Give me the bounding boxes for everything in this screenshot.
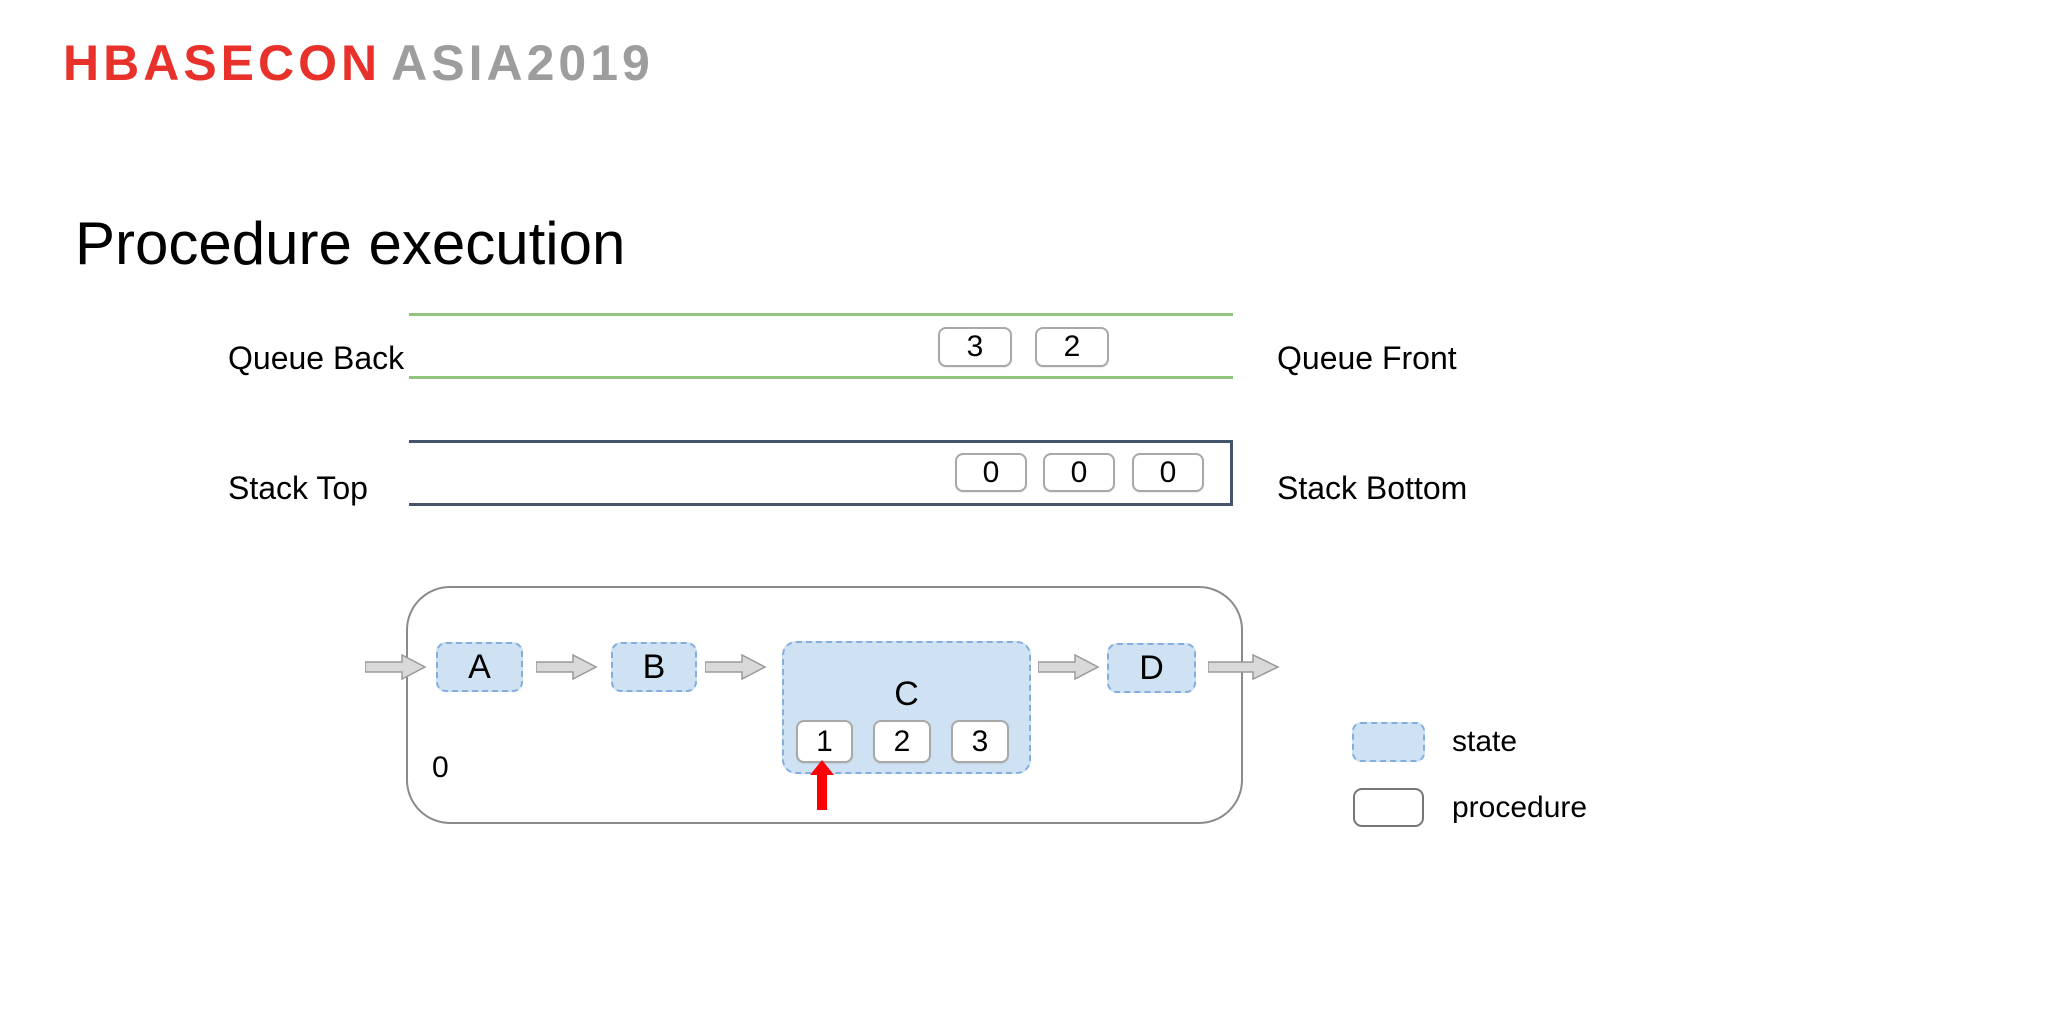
queue-top-line bbox=[409, 313, 1233, 316]
current-step-pointer-icon bbox=[810, 760, 834, 810]
state-node-a: A bbox=[436, 642, 523, 692]
page-title: Procedure execution bbox=[75, 210, 626, 277]
flow-arrow-icon bbox=[705, 653, 767, 681]
queue-bottom-line bbox=[409, 376, 1233, 379]
stack-outline bbox=[409, 440, 1233, 506]
stack-item: 0 bbox=[1132, 453, 1204, 492]
substep-box: 2 bbox=[873, 720, 931, 763]
substep-box: 3 bbox=[951, 720, 1009, 763]
flow-arrow-icon bbox=[536, 653, 598, 681]
stack-bottom-label: Stack Bottom bbox=[1277, 470, 1468, 506]
flow-counter: 0 bbox=[432, 751, 449, 784]
state-node-d: D bbox=[1107, 643, 1196, 693]
state-node-b: B bbox=[611, 642, 697, 692]
legend-state-swatch bbox=[1352, 722, 1425, 762]
queue-item: 3 bbox=[938, 327, 1012, 367]
legend-procedure-swatch bbox=[1353, 788, 1424, 827]
queue-item: 2 bbox=[1035, 327, 1109, 367]
logo-text-asia2019: ASIA2019 bbox=[391, 35, 654, 91]
queue-front-label: Queue Front bbox=[1277, 340, 1457, 376]
legend-procedure-label: procedure bbox=[1452, 791, 1588, 824]
state-node-c-label: C bbox=[894, 675, 919, 713]
stack-item: 0 bbox=[955, 453, 1027, 492]
substep-box: 1 bbox=[796, 720, 853, 763]
logo-text-hbasecon: HBASECON bbox=[63, 35, 382, 91]
state-node-c: C 1 2 3 bbox=[782, 641, 1031, 774]
legend-state-label: state bbox=[1452, 725, 1518, 758]
flow-arrow-icon bbox=[1208, 653, 1280, 681]
stack-top-label: Stack Top bbox=[228, 470, 368, 506]
flow-arrow-icon bbox=[1038, 653, 1100, 681]
stack-item: 0 bbox=[1043, 453, 1115, 492]
flow-arrow-icon bbox=[365, 653, 427, 681]
queue-back-label: Queue Back bbox=[228, 340, 405, 376]
